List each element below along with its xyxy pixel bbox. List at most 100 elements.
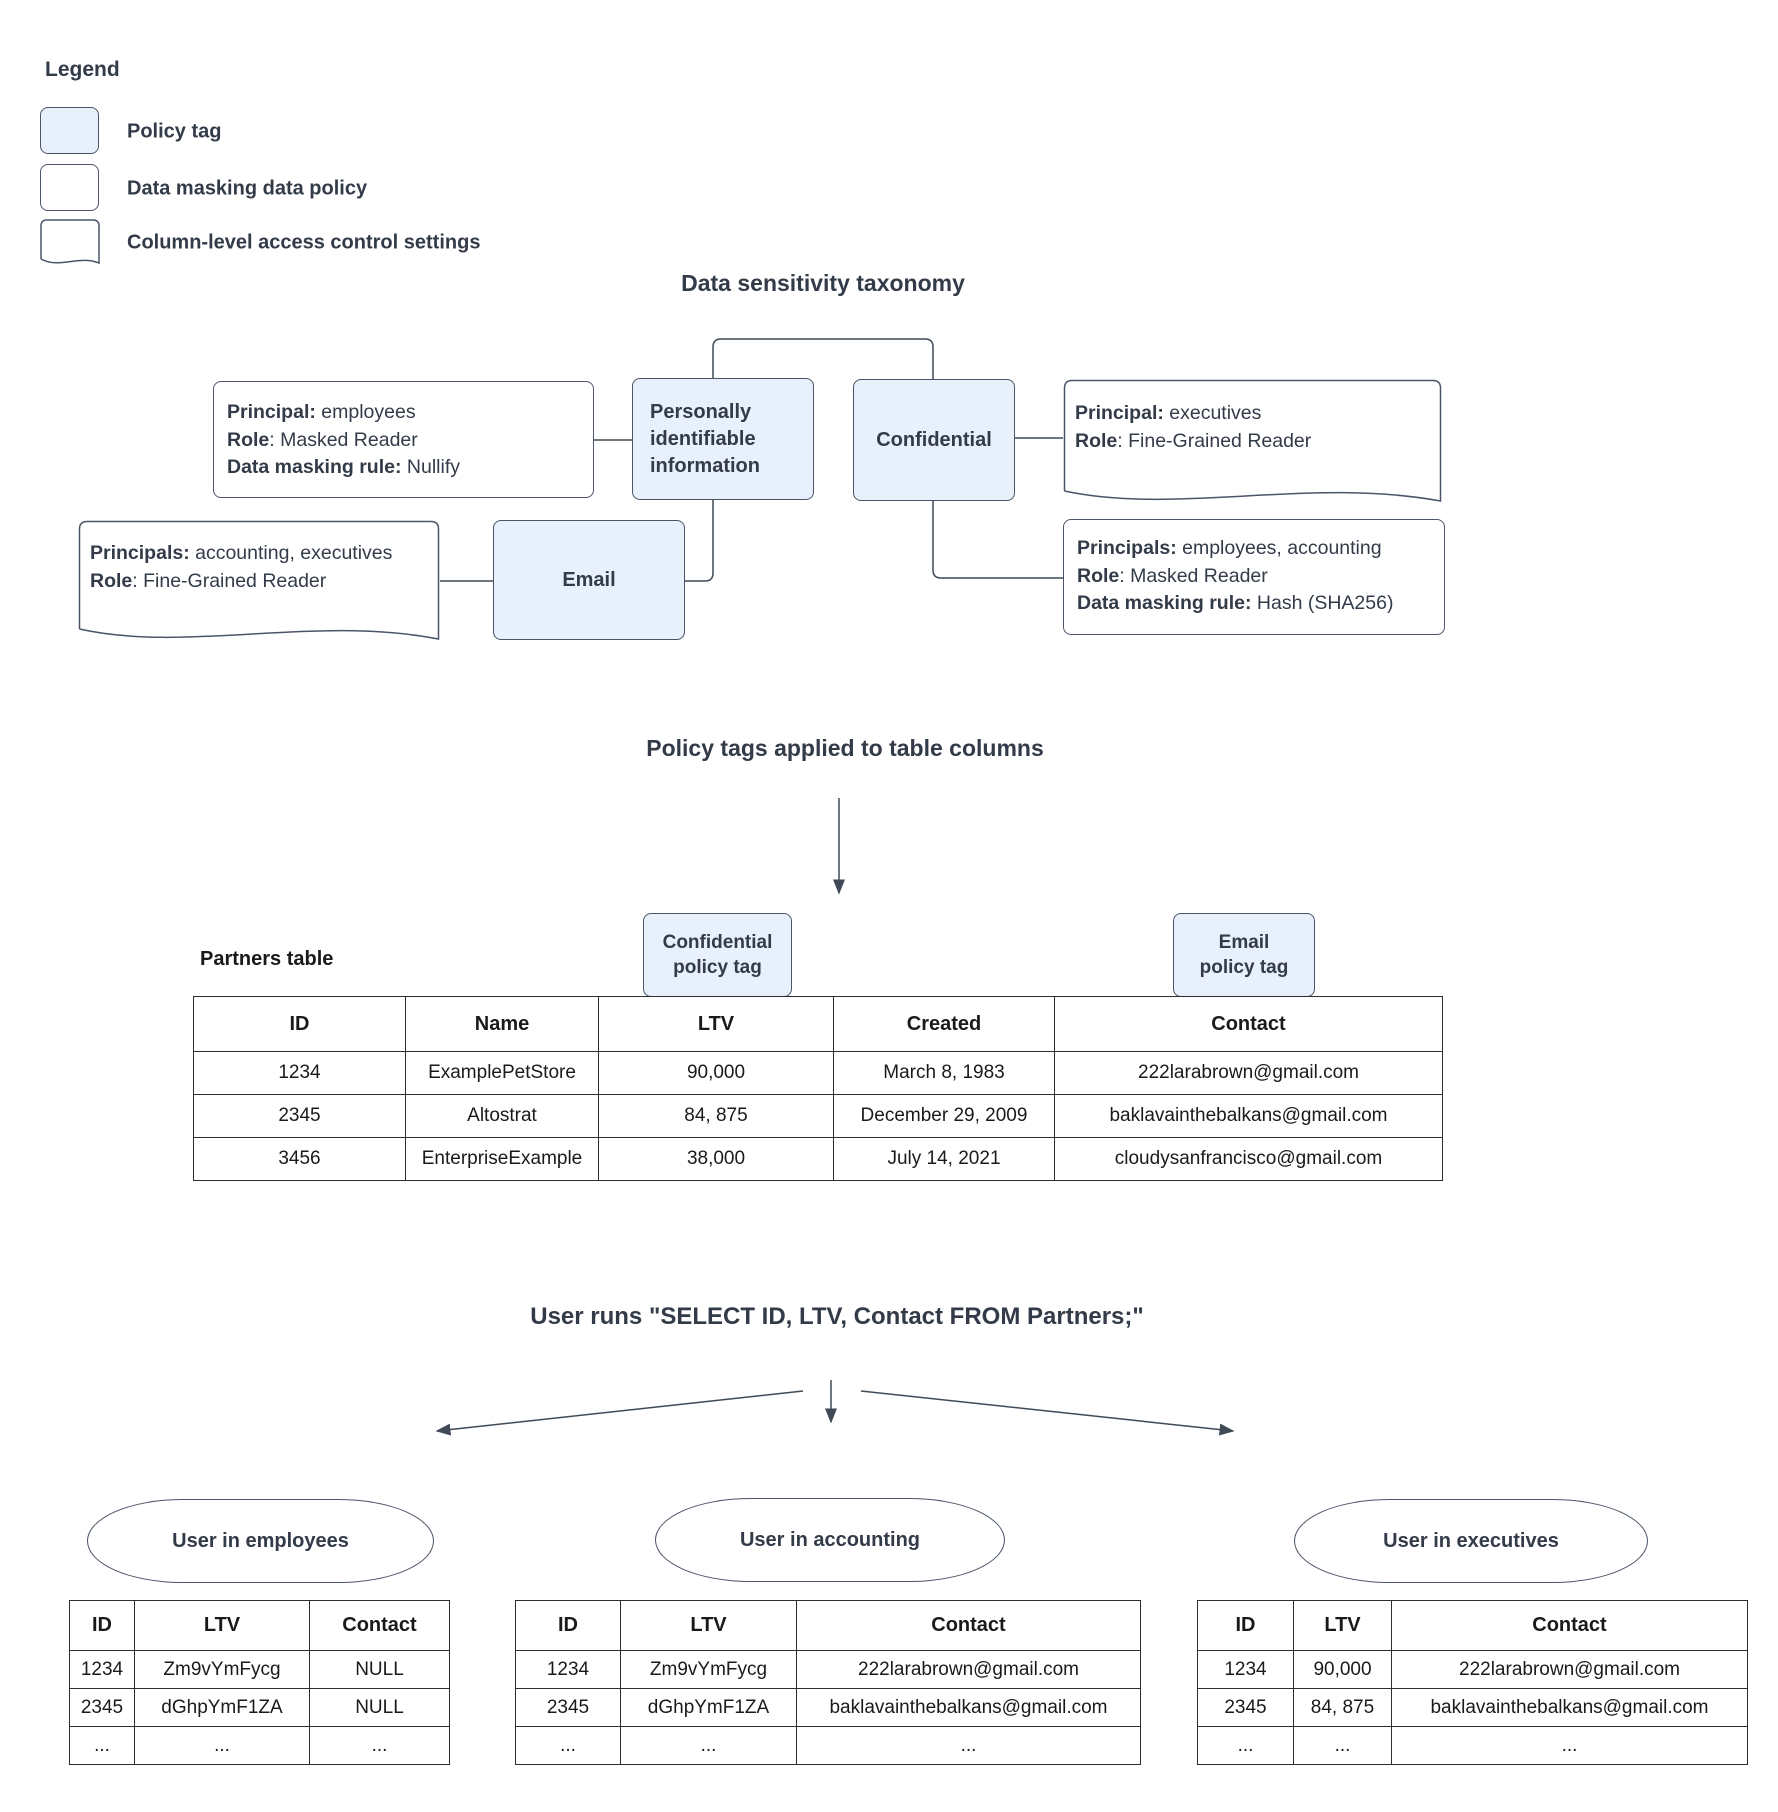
legend-label-access-control: Column-level access control settings [127,231,481,254]
table-row: 2345 dGhpYmF1ZA baklavainthebalkans@gmai… [515,1688,1141,1727]
table-cell: ... [309,1726,450,1765]
column-header: Name [405,996,599,1052]
column-header: Created [833,996,1055,1052]
table-cell: 3456 [193,1137,406,1181]
table-cell: Zm9vYmFycg [620,1650,797,1689]
table-cell: Altostrat [405,1094,599,1138]
table-cell: ... [1197,1726,1294,1765]
table-cell: ... [134,1726,310,1765]
policy-tag-swatch [40,107,99,154]
table-cell: ... [620,1726,797,1765]
table-cell: dGhpYmF1ZA [620,1688,797,1727]
table-cell: Zm9vYmFycg [134,1650,310,1689]
result-table-accounting: ID LTV Contact 1234 Zm9vYmFycg 222larabr… [515,1600,1141,1765]
table-cell: EnterpriseExample [405,1137,599,1181]
table-cell: baklavainthebalkans@gmail.com [796,1688,1141,1727]
legend-title: Legend [45,58,120,81]
table-cell: NULL [309,1650,450,1689]
table-cell: cloudysanfrancisco@gmail.com [1054,1137,1443,1181]
table-cell: ... [69,1726,135,1765]
result-table-employees: ID LTV Contact 1234 Zm9vYmFycg NULL 2345… [69,1600,450,1765]
table-cell: 222larabrown@gmail.com [796,1650,1141,1689]
connector-confidential-masking [932,499,1063,579]
table-cell: ... [515,1726,621,1765]
policy-tag-node-confidential: Confidential [853,379,1015,501]
arrow-to-executives [860,1390,1235,1436]
partners-table: ID Name LTV Created Contact 1234 Example… [193,996,1443,1181]
table-header-row: ID Name LTV Created Contact [193,996,1443,1052]
table-cell: 222larabrown@gmail.com [1054,1051,1443,1095]
table-cell: 2345 [1197,1688,1294,1727]
confidential-access-control-box: Principal: executives Role: Fine-Grained… [1063,379,1442,505]
policy-tag-node-email: Email [493,520,685,640]
table-row: 2345 dGhpYmF1ZA NULL [69,1688,450,1727]
column-header: Contact [796,1600,1141,1651]
column-header: LTV [598,996,834,1052]
table-cell: 2345 [515,1688,621,1727]
column-header: LTV [134,1600,310,1651]
confidential-policy-tag-badge: Confidential policy tag [643,913,792,997]
table-cell: 1234 [1197,1650,1294,1689]
email-access-control-box: Principals: accounting, executives Role:… [78,520,440,643]
table-row: 1234 90,000 222larabrown@gmail.com [1197,1650,1748,1689]
table-cell: 2345 [69,1688,135,1727]
table-row: 2345 84, 875 baklavainthebalkans@gmail.c… [1197,1688,1748,1727]
access-control-swatch [40,219,100,267]
table-row: 1234 ExamplePetStore 90,000 March 8, 198… [193,1051,1443,1095]
connector-pii-email [683,498,714,582]
table-cell: 38,000 [598,1137,834,1181]
table-cell: dGhpYmF1ZA [134,1688,310,1727]
table-cell: 90,000 [598,1051,834,1095]
table-row: 1234 Zm9vYmFycg NULL [69,1650,450,1689]
group-ellipse-accounting: User in accounting [655,1498,1005,1582]
data-masking-swatch [40,164,99,211]
table-cell: December 29, 2009 [833,1094,1055,1138]
table-cell: ... [1293,1726,1392,1765]
table-cell: 222larabrown@gmail.com [1391,1650,1748,1689]
result-table-executives: ID LTV Contact 1234 90,000 222larabrown@… [1197,1600,1748,1765]
column-header: ID [515,1600,621,1651]
column-header: Contact [1054,996,1443,1052]
partners-table-label: Partners table [200,948,334,970]
bracket-connector [712,338,934,379]
table-cell: ExamplePetStore [405,1051,599,1095]
table-row: 2345 Altostrat 84, 875 December 29, 2009… [193,1094,1443,1138]
column-header: LTV [620,1600,797,1651]
column-header: ID [1197,1600,1294,1651]
column-header: LTV [1293,1600,1392,1651]
table-cell: baklavainthebalkans@gmail.com [1391,1688,1748,1727]
legend-label-data-masking: Data masking data policy [127,177,368,200]
table-cell: 84, 875 [598,1094,834,1138]
pii-masking-policy-box: Principal: employees Role: Masked Reader… [213,381,594,498]
table-cell: 2345 [193,1094,406,1138]
applied-title: Policy tags applied to table columns [646,735,1044,761]
policy-tag-node-pii: Personally identifiable information [632,378,814,500]
taxonomy-title: Data sensitivity taxonomy [681,270,965,296]
table-row: ... ... ... [1197,1726,1748,1765]
table-row: 1234 Zm9vYmFycg 222larabrown@gmail.com [515,1650,1141,1689]
table-row: ... ... ... [515,1726,1141,1765]
table-header-row: ID LTV Contact [1197,1600,1748,1651]
table-cell: 90,000 [1293,1650,1392,1689]
table-cell: 1234 [515,1650,621,1689]
column-header: Contact [1391,1600,1748,1651]
table-cell: ... [1391,1726,1748,1765]
table-row: ... ... ... [69,1726,450,1765]
group-ellipse-executives: User in executives [1294,1499,1648,1583]
table-header-row: ID LTV Contact [69,1600,450,1651]
table-cell: NULL [309,1688,450,1727]
group-ellipse-employees: User in employees [87,1499,434,1583]
table-row: 3456 EnterpriseExample 38,000 July 14, 2… [193,1137,1443,1181]
query-title: User runs "SELECT ID, LTV, Contact FROM … [530,1303,1144,1330]
table-cell: March 8, 1983 [833,1051,1055,1095]
legend-label-policy-tag: Policy tag [127,120,222,143]
table-cell: 1234 [69,1650,135,1689]
table-cell: baklavainthebalkans@gmail.com [1054,1094,1443,1138]
table-header-row: ID LTV Contact [515,1600,1141,1651]
arrow-to-employees [435,1390,804,1436]
confidential-masking-policy-box: Principals: employees, accounting Role: … [1063,519,1445,635]
column-header: ID [193,996,406,1052]
table-cell: 1234 [193,1051,406,1095]
email-policy-tag-badge: Email policy tag [1173,913,1315,997]
